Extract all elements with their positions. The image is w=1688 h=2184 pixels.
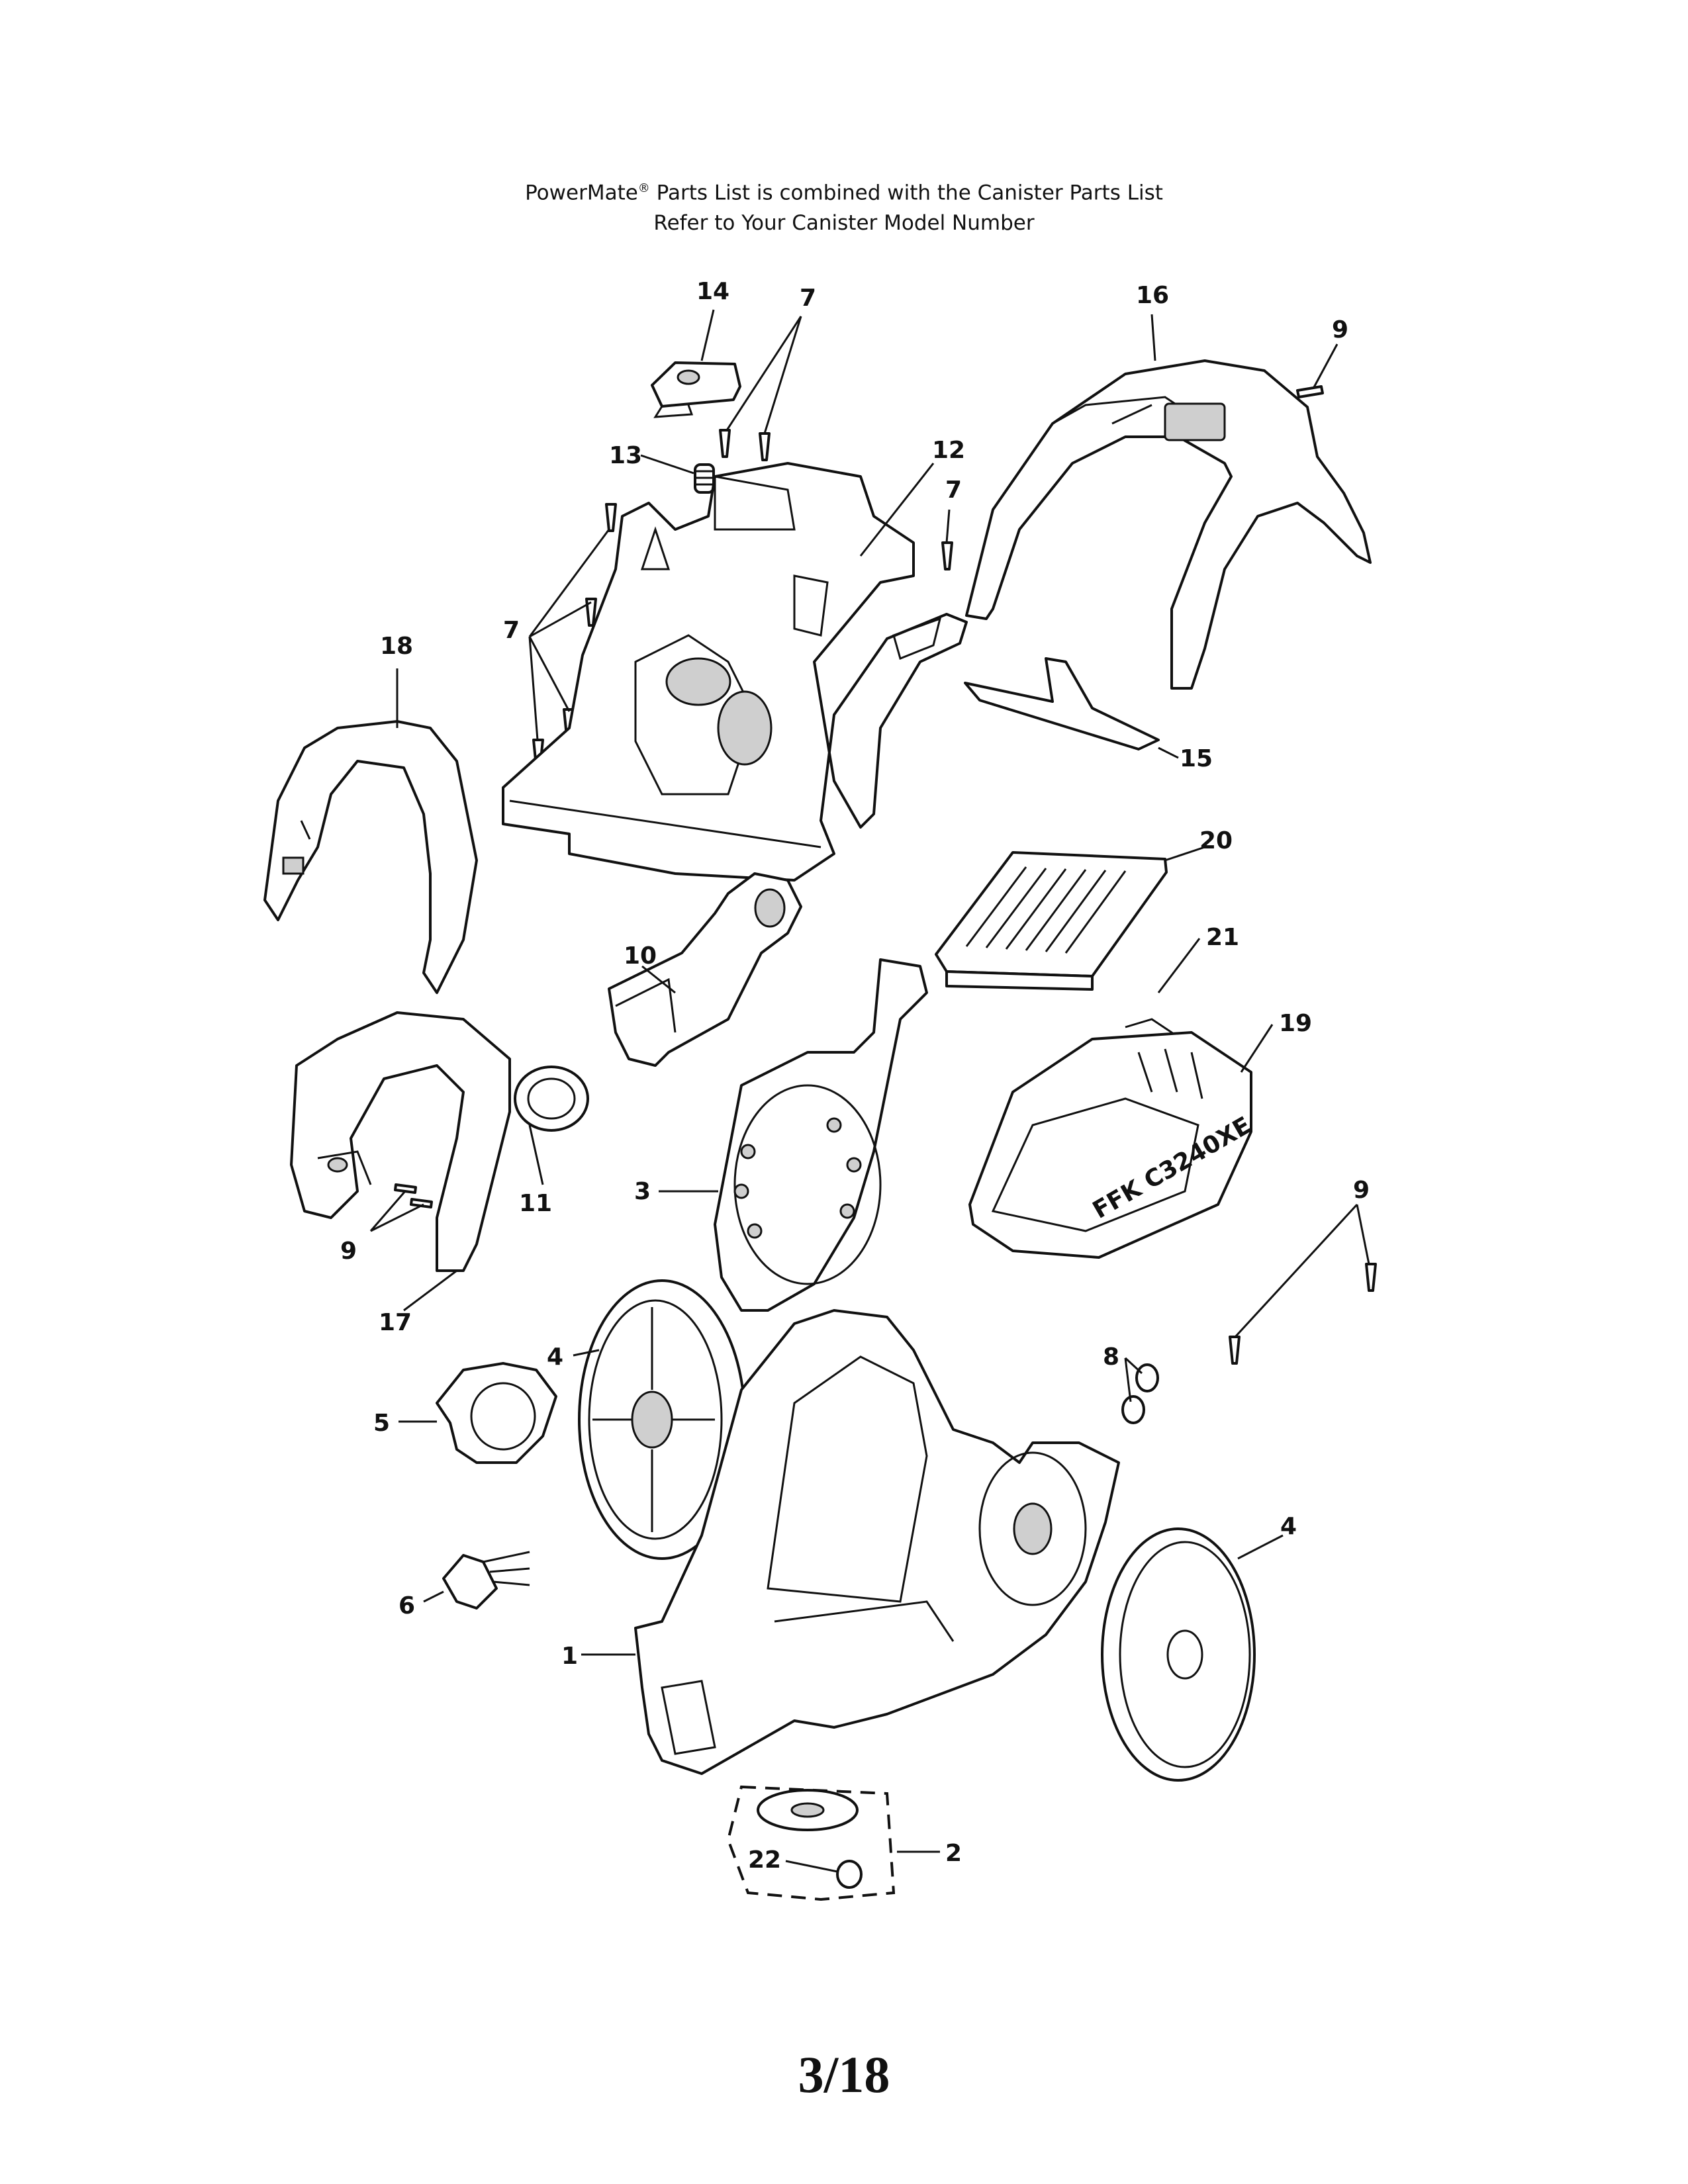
part-1-base[interactable]	[634, 1309, 1120, 1775]
callout-9-right: 9	[1353, 1177, 1370, 1204]
callout-15: 15	[1180, 745, 1213, 772]
callout-1: 1	[561, 1643, 578, 1670]
callout-18: 18	[380, 633, 413, 660]
callout-7-left: 7	[503, 617, 520, 644]
callout-10: 10	[624, 942, 657, 970]
callout-4-right: 4	[1280, 1513, 1297, 1540]
part-15-gasket[interactable]	[964, 657, 1160, 751]
part-18-hood[interactable]	[263, 720, 478, 994]
callout-20: 20	[1199, 827, 1233, 854]
screws-part-9-left[interactable]	[394, 1183, 433, 1208]
part-16-top-cover[interactable]	[965, 359, 1372, 690]
screws-part-7[interactable]	[532, 429, 953, 768]
callout-7-top: 7	[800, 285, 816, 312]
callout-14: 14	[696, 278, 729, 305]
screw-part-9-top[interactable]	[1296, 385, 1324, 398]
part-12-upper-housing[interactable]	[502, 462, 968, 882]
screws-part-9-right[interactable]	[1229, 1263, 1377, 1365]
part-17-handle-frame[interactable]	[290, 1011, 511, 1272]
page-number: 3/18	[798, 2046, 890, 2103]
callout-9-top: 9	[1332, 316, 1348, 343]
callout-9-left: 9	[340, 1238, 357, 1265]
callout-16: 16	[1136, 282, 1169, 309]
callout-2: 2	[945, 1840, 962, 1867]
part-14-clip[interactable]	[651, 361, 741, 418]
part-10-duct[interactable]	[608, 872, 802, 1067]
callout-19: 19	[1279, 1010, 1312, 1037]
callout-21: 21	[1206, 924, 1239, 951]
callout-labels: 14 7 16 9 13 12 7 7 18 15 20 21 19 10 11…	[340, 278, 1370, 1874]
part-4-wheel-left[interactable]	[578, 1279, 746, 1560]
header-line-2: Refer to Your Canister Model Number	[653, 211, 1035, 236]
diagram-header: PowerMate® Parts List is combined with t…	[0, 173, 1688, 238]
callout-11: 11	[519, 1190, 552, 1217]
callout-3: 3	[634, 1178, 651, 1205]
part-20-filter[interactable]	[935, 851, 1168, 991]
part-3-motor-plate[interactable]	[714, 958, 928, 1312]
part-11-ring[interactable]	[514, 1066, 589, 1132]
part-2-assembly[interactable]	[726, 1785, 896, 1901]
callout-8: 8	[1103, 1343, 1119, 1371]
callout-13: 13	[609, 442, 642, 469]
callout-4-left: 4	[547, 1343, 563, 1371]
part-5-motor-housing[interactable]	[436, 1362, 557, 1464]
callout-22: 22	[748, 1846, 781, 1874]
callout-6: 6	[399, 1592, 415, 1619]
part-19-filter-tray[interactable]: FFK C3240XE	[968, 1031, 1256, 1259]
callout-12: 12	[932, 437, 965, 464]
header-line-1: PowerMate® Parts List is combined with t…	[525, 181, 1163, 205]
part-8-glides[interactable]	[1121, 1363, 1159, 1424]
callout-17: 17	[379, 1309, 412, 1336]
part-13-spring[interactable]	[694, 463, 715, 494]
leader-lines	[369, 309, 1370, 1873]
part-6-connector[interactable]	[442, 1551, 530, 1610]
callout-5: 5	[373, 1410, 390, 1437]
callout-7-right: 7	[945, 477, 962, 504]
part-4-wheel-right[interactable]	[1101, 1527, 1256, 1782]
